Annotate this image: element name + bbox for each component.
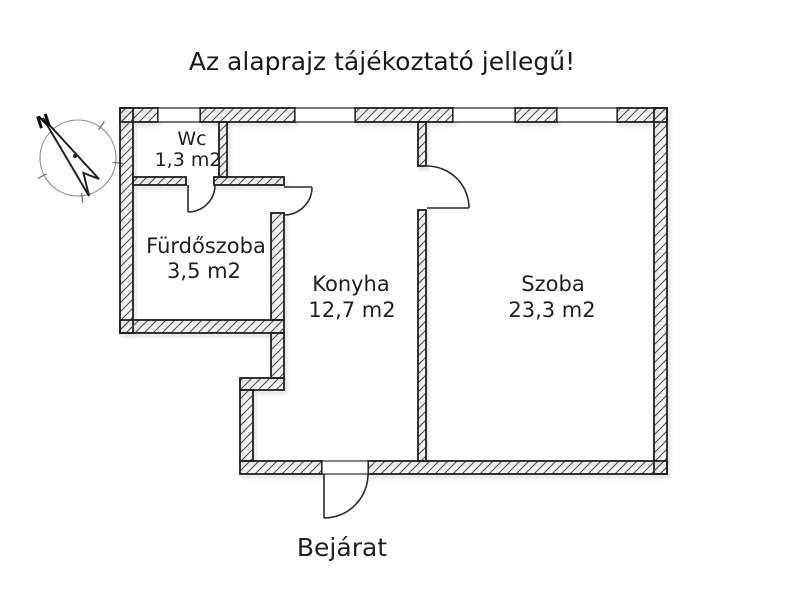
wall-divider-top [417,121,427,167]
entrance-label: Bejárat [297,533,387,562]
wall-top-4 [514,107,558,123]
compass-circle [39,119,117,197]
wall-bathroom-bottom [119,319,285,334]
window-wc [157,107,201,123]
room-area: 23,3 m2 [508,298,595,322]
entrance-door-arc [323,473,369,519]
wall-bathroom-top-right [213,176,285,186]
compass-tick-sw [37,173,48,179]
wall-top-2 [199,107,296,123]
windows [157,107,618,123]
wall-kitchen-west-lower [239,389,254,462]
compass-tick-s [81,192,84,203]
wall-bottom-right [367,460,668,475]
wall-left [119,107,134,334]
wall-kitchen-west-upper [270,332,285,379]
wall-kitchen-step [239,377,285,391]
bathroom-door-arc [283,186,313,216]
walls [119,107,668,475]
north-label: N [34,110,54,133]
window-room-1 [452,107,516,123]
wall-top-3 [354,107,454,123]
bathroom-area: 3,5 m2 [167,259,241,283]
window-room-2 [556,107,618,123]
wc-area: 1,3 m2 [155,149,222,171]
wall-divider-bottom [417,209,427,462]
room-labels: Wc 1,3 m2 Fürdőszoba 3,5 m2 Konyha 12,7 … [146,128,595,322]
doors [187,165,470,519]
north-needle-icon [42,117,100,197]
room-name: Szoba [521,272,584,296]
kitchen-area: 12,7 m2 [308,298,395,322]
compass-tick-ne [98,121,105,131]
disclaimer-title: Az alaprajz tájékoztató jellegű! [189,47,575,76]
compass-rose: N [34,110,123,203]
wc-name: Wc [177,128,206,150]
compass-pivot [73,154,77,158]
wall-right [653,107,668,475]
wall-bathroom-top-left [132,176,187,186]
entrance-opening [321,460,369,475]
wc-door-arc [187,184,216,213]
window-kitchen [294,107,356,123]
bathroom-name: Fürdőszoba [146,234,266,258]
wall-bathroom-right [270,212,285,321]
room-door-arc [426,165,470,209]
kitchen-name: Konyha [312,272,390,296]
wall-bottom-left [239,460,323,475]
wall-wc-right [218,121,228,178]
